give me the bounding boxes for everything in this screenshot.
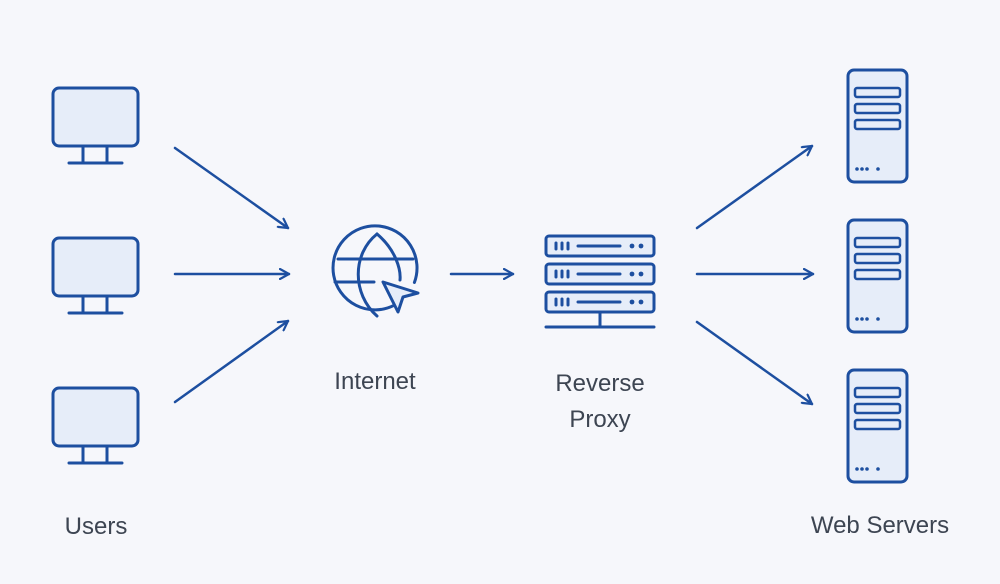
arrow-user1-to-internet	[173, 146, 290, 230]
reverse-proxy-label: Reverse Proxy	[520, 366, 680, 438]
server-tower-icon-2	[846, 218, 909, 334]
server-rack-icon	[544, 234, 656, 329]
user-monitor-icon-2	[51, 236, 140, 315]
user-monitor-icon-3	[51, 386, 140, 465]
reverse-proxy-label-line2: Proxy	[569, 406, 631, 433]
user-monitor-icon-1	[51, 86, 140, 165]
server-tower-icon-1	[846, 68, 909, 184]
server-tower-icon-3	[846, 368, 909, 484]
globe-cursor-icon	[331, 224, 420, 318]
internet-label: Internet	[334, 368, 416, 395]
arrow-proxy-to-server3	[695, 320, 814, 406]
users-label: Users	[64, 513, 128, 540]
arrow-user3-to-internet	[173, 319, 290, 404]
arrow-proxy-to-server1	[695, 144, 814, 230]
web-servers-label: Web Servers	[810, 512, 950, 539]
reverse-proxy-label-line1: Reverse	[555, 370, 645, 397]
